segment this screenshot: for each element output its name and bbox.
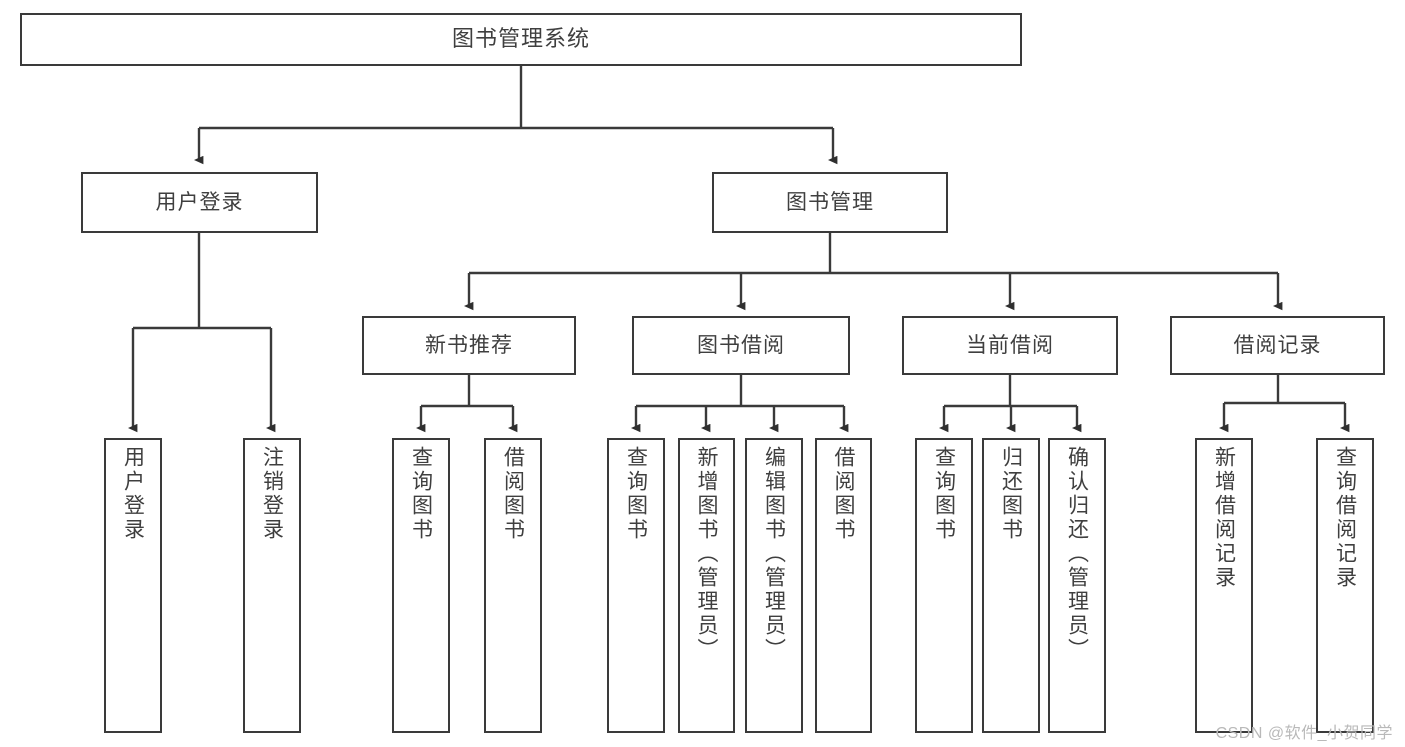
node-leaf-add-record[interactable]: 新增借阅记录 [1195,438,1253,733]
node-label: 新增图书（管理员） [695,446,718,662]
node-label: 借阅图书 [832,446,855,542]
node-user-login[interactable]: 用户登录 [81,172,318,233]
node-label: 用户登录 [121,446,145,542]
node-book-management[interactable]: 图书管理 [712,172,948,233]
watermark-text: CSDN @软件_小贺同学 [1215,725,1393,742]
node-label: 查询图书 [624,446,648,542]
node-label: 注销登录 [260,446,284,542]
node-label: 当前借阅 [966,333,1054,357]
node-leaf-return-book[interactable]: 归还图书 [982,438,1040,733]
node-leaf-query-book-3[interactable]: 查询图书 [915,438,973,733]
node-label: 查询图书 [932,446,956,542]
node-label: 查询图书 [409,446,433,542]
node-leaf-add-book[interactable]: 新增图书（管理员） [678,438,735,733]
node-label: 图书管理 [786,190,874,214]
node-label: 新增借阅记录 [1212,446,1236,590]
node-label: 编辑图书（管理员） [762,446,786,662]
node-leaf-confirm-return[interactable]: 确认归还（管理员） [1048,438,1106,733]
node-leaf-borrow-book-2[interactable]: 借阅图书 [815,438,872,733]
node-borrow-record[interactable]: 借阅记录 [1170,316,1385,375]
node-leaf-query-book-2[interactable]: 查询图书 [607,438,665,733]
node-leaf-query-record[interactable]: 查询借阅记录 [1316,438,1374,733]
node-leaf-borrow-book-1[interactable]: 借阅图书 [484,438,542,733]
node-current-borrow[interactable]: 当前借阅 [902,316,1118,375]
node-leaf-logout-login[interactable]: 注销登录 [243,438,301,733]
node-label: 查询借阅记录 [1333,446,1357,590]
node-label: 图书管理系统 [451,26,590,52]
node-leaf-user-login[interactable]: 用户登录 [104,438,162,733]
node-system-root[interactable]: 图书管理系统 [20,13,1022,66]
node-new-book-recommend[interactable]: 新书推荐 [362,316,576,375]
node-label: 确认归还（管理员） [1065,446,1089,662]
node-label: 图书借阅 [697,333,785,357]
node-label: 归还图书 [999,446,1023,542]
node-label: 用户登录 [155,190,244,214]
node-label: 借阅记录 [1233,333,1322,357]
node-leaf-query-book-1[interactable]: 查询图书 [392,438,450,733]
node-label: 新书推荐 [425,333,513,357]
node-book-borrow[interactable]: 图书借阅 [632,316,850,375]
node-leaf-edit-book[interactable]: 编辑图书（管理员） [745,438,803,733]
node-label: 借阅图书 [501,446,525,542]
